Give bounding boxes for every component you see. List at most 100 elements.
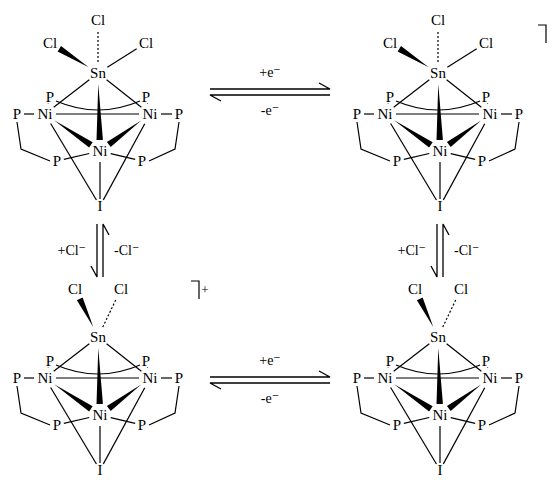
charge-bracket — [191, 281, 199, 299]
bond — [51, 123, 97, 200]
atom-label: P — [175, 107, 183, 122]
atom-label: I — [438, 199, 443, 214]
reagent-label: -Cl⁻ — [114, 244, 139, 258]
atom-label: Cl — [91, 13, 105, 28]
atom-label: Ni — [38, 107, 53, 122]
ligand-bridge — [489, 386, 519, 425]
equilibrium-half-arrow — [210, 383, 330, 389]
bond — [107, 49, 136, 67]
ligand-bridge — [56, 365, 140, 374]
wedge-bond — [394, 384, 433, 411]
wedge-bond — [107, 385, 141, 411]
equilibrium-half-arrow — [443, 224, 449, 277]
bond — [54, 344, 90, 372]
atom-label: P — [478, 418, 486, 433]
ligand-bridge — [149, 122, 179, 161]
bond — [24, 377, 34, 378]
bond — [447, 49, 476, 67]
atom-label: P — [13, 371, 21, 386]
bond — [394, 80, 430, 108]
bond-group — [17, 281, 199, 464]
atom-label: Ni — [433, 408, 448, 423]
wedge-bond — [398, 46, 429, 67]
bond — [451, 418, 475, 424]
charge-sign: + — [201, 283, 208, 296]
atom-label: Sn — [430, 66, 446, 81]
ligand-bridge — [489, 122, 519, 161]
atom-label: P — [515, 107, 523, 122]
reagent-label: -e⁻ — [261, 392, 279, 406]
ligand-bridge — [357, 122, 390, 161]
bond — [396, 377, 479, 378]
bond — [111, 418, 135, 424]
atom-label: Cl — [454, 282, 468, 297]
bond — [364, 113, 374, 114]
bond — [501, 113, 512, 114]
dashed-bond — [443, 299, 456, 327]
atom-label: P — [353, 371, 361, 386]
ligand-bridge — [17, 122, 50, 161]
ligand-bridge — [396, 365, 480, 374]
bond — [99, 162, 100, 199]
atom-label: P — [46, 354, 54, 369]
atom-label: Cl — [431, 13, 445, 28]
atom-label: P — [142, 90, 150, 105]
cluster-structure: ClClClSnPPPNiNiPPNiPI — [5, 5, 195, 220]
bond — [391, 387, 437, 464]
atom-label: Cl — [43, 36, 57, 51]
atom-label: Ni — [483, 371, 498, 386]
reagent-label: -Cl⁻ — [454, 244, 479, 258]
atom-label: P — [393, 418, 401, 433]
charge-bracket — [538, 25, 546, 43]
wedge-bond — [77, 298, 93, 328]
wedge-bond — [97, 84, 103, 140]
atom-label: Cl — [408, 282, 422, 297]
equilibrium-half-arrow — [210, 371, 330, 377]
atom-label: I — [438, 463, 443, 478]
atom-label: Ni — [93, 144, 108, 159]
atom-label: Ni — [38, 371, 53, 386]
atom-label: P — [353, 107, 361, 122]
reagent-label: -e⁻ — [261, 104, 279, 118]
atom-label: P — [13, 107, 21, 122]
wedge-bond — [447, 385, 481, 411]
bond — [439, 426, 440, 463]
bond — [396, 113, 479, 114]
atom-label: Ni — [433, 144, 448, 159]
atom-label: Cl — [68, 282, 82, 297]
equilibrium-half-arrow — [210, 83, 330, 89]
atom-label: P — [175, 371, 183, 386]
equilibrium-half-arrow — [210, 95, 330, 101]
wedge-bond — [97, 348, 103, 404]
atom-label: P — [482, 354, 490, 369]
atom-label: Cl — [479, 36, 493, 51]
bond — [391, 123, 437, 200]
atom-label: P — [386, 90, 394, 105]
bond — [56, 377, 139, 378]
equilibrium-half-arrow — [431, 224, 437, 277]
atom-label: Ni — [483, 107, 498, 122]
dashed-bond — [437, 31, 438, 62]
ligand-bridge — [149, 386, 179, 425]
bond-group — [357, 298, 519, 464]
cluster-structure: ClCl+SnPPPNiNiPPNiPI — [5, 275, 195, 485]
wedge-bond — [437, 348, 443, 404]
dashed-bond — [97, 31, 98, 62]
bond — [111, 154, 135, 160]
atom-label: P — [46, 90, 54, 105]
reagent-label: +Cl⁻ — [397, 244, 426, 258]
atom-label: Ni — [143, 371, 158, 386]
ligand-bridge — [17, 386, 50, 425]
wedge-bond — [394, 120, 433, 147]
bond — [404, 153, 429, 159]
atom-label: P — [138, 154, 146, 169]
atom-label: I — [98, 199, 103, 214]
wedge-bond — [54, 120, 93, 147]
atom-label: P — [53, 418, 61, 433]
atom-label: Ni — [143, 107, 158, 122]
atom-label: Sn — [430, 330, 446, 345]
atom-label: Cl — [383, 36, 397, 51]
reagent-label: +e⁻ — [259, 66, 281, 80]
bond — [161, 113, 172, 114]
dashed-bond — [103, 299, 116, 327]
